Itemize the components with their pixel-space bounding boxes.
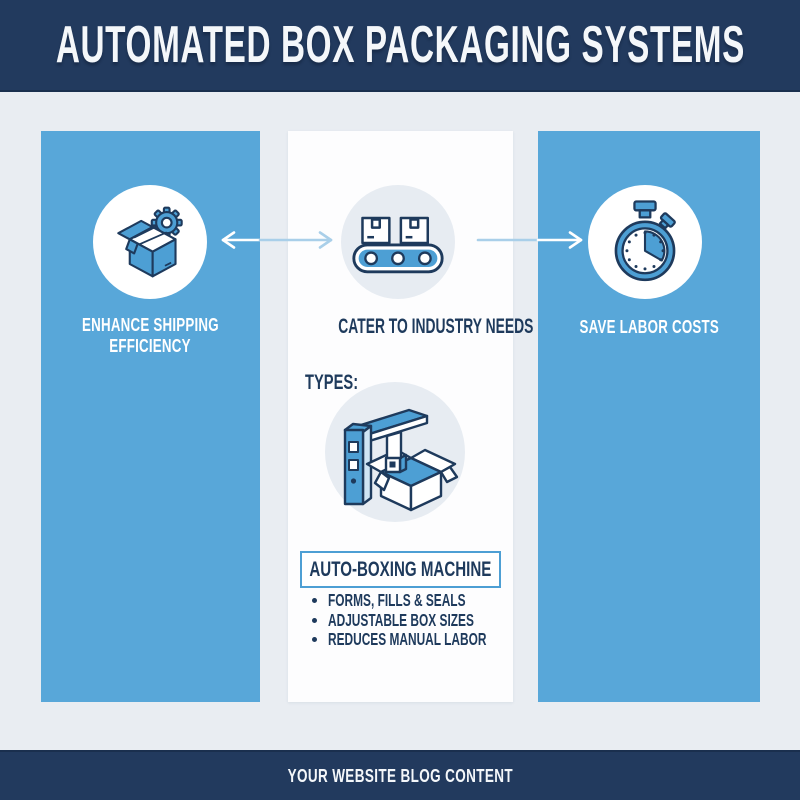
panel-industry-types: CATER TO INDUSTRY NEEDS TYPES: [288,131,534,702]
box-gear-icon [117,206,183,278]
icon-circle [341,185,455,299]
bullet-dot [312,637,317,643]
bullet-dot [312,598,317,604]
page-title: AUTOMATED BOX PACKAGING SYSTEMS [55,16,745,74]
bullet-dot [312,617,317,623]
footer-text: YOUR WEBSITE BLOG CONTENT [287,765,513,786]
center-top-label: CATER TO INDUSTRY NEEDS [338,315,534,338]
types-heading: TYPES: [305,371,359,394]
conveyor-belt-icon [352,216,444,274]
machine-label-box: AUTO-BOXING MACHINE [300,551,501,588]
list-item: REDUCES MANUAL LABOR [312,629,561,650]
machine-feature-list: FORMS, FILLS & SEALS ADJUSTABLE BOX SIZE… [312,590,561,650]
right-arrow [476,231,583,249]
panel-label-line1: ENHANCE SHIPPING [82,315,219,335]
panel-label: SAVE LABOR COSTS [579,317,719,337]
panel-enhance-shipping: ENHANCE SHIPPING EFFICIENCY [41,131,260,702]
panel-save-labor: SAVE LABOR COSTS [538,131,760,702]
list-item: ADJUSTABLE BOX SIZES [312,610,561,631]
icon-circle [588,185,702,299]
icon-circle [93,185,207,299]
panel-label: ENHANCE SHIPPING EFFICIENCY [41,315,260,357]
double-arrow [221,231,333,249]
footer-bar: YOUR WEBSITE BLOG CONTENT [0,750,800,800]
machine-label: AUTO-BOXING MACHINE [309,557,492,581]
machine-icon-circle [325,382,465,522]
list-item: FORMS, FILLS & SEALS [312,590,561,611]
header-bar: AUTOMATED BOX PACKAGING SYSTEMS [0,0,800,92]
stopwatch-icon [614,200,676,282]
panel-label-line2: EFFICIENCY [109,336,192,356]
auto-boxing-machine-icon [343,408,459,512]
